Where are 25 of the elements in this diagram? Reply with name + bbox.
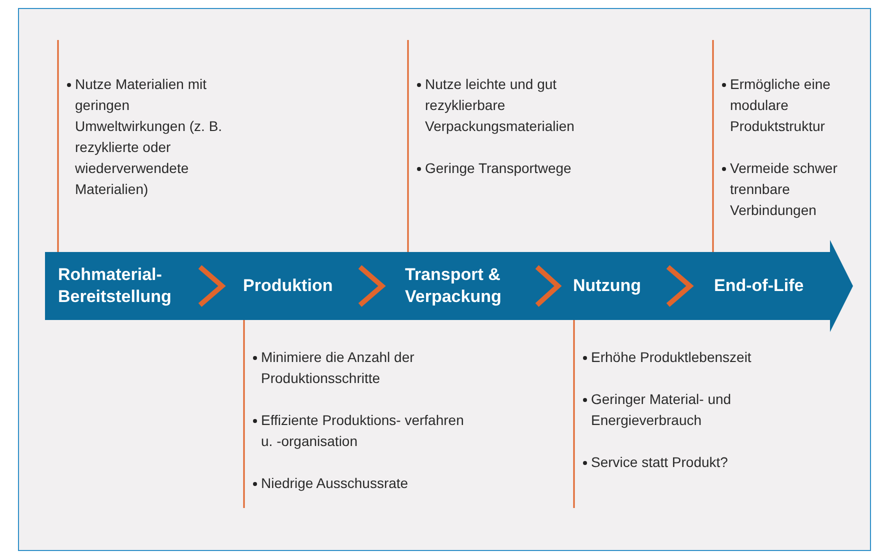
- chevron-arrow: [198, 265, 226, 307]
- bullet-text: Ermögliche eine modulare Produktstruktur: [730, 75, 832, 136]
- bullet-text: Geringer Material- und Energieverbrauch: [591, 390, 732, 430]
- stage-label: Transport & Verpackung: [405, 264, 502, 308]
- connector-line: [407, 40, 409, 252]
- chevron-arrow: [358, 265, 386, 307]
- connector-line: [57, 40, 59, 252]
- stage-label: Rohmaterial- Bereitstellung: [58, 264, 172, 308]
- bullet-text: Effiziente Produktions- verfahren u. -organisation: [261, 411, 465, 451]
- stage-label: End-of-Life: [714, 275, 804, 297]
- bullet-text: Vermeide schwer trennbare Verbindungen: [730, 159, 838, 220]
- connector-line: [243, 320, 245, 508]
- bullet-text: Nutze Materialien mit geringen Umweltwirkungen (z. B. rezyklierte oder wiederverwendete Materialien): [75, 75, 223, 199]
- bullet-text: Minimiere die Anzahl der Produktionsschritte: [261, 348, 416, 388]
- chevron-arrow: [666, 265, 694, 307]
- bullet-text: Erhöhe Produktlebenszeit: [591, 348, 752, 367]
- bullet-text: Nutze leichte und gut rezyklierbare Verpackungsmaterialien: [425, 75, 576, 136]
- bullet-text: Service statt Produkt?: [591, 453, 728, 472]
- stage-label: Nutzung: [573, 275, 641, 297]
- connector-line: [712, 40, 714, 252]
- bullet-text: Niedrige Ausschussrate: [261, 474, 408, 493]
- connector-line: [573, 320, 575, 508]
- chevron-arrow: [535, 265, 562, 307]
- stage-label: Produktion: [243, 275, 333, 297]
- bullet-text: Geringe Transportwege: [425, 159, 572, 178]
